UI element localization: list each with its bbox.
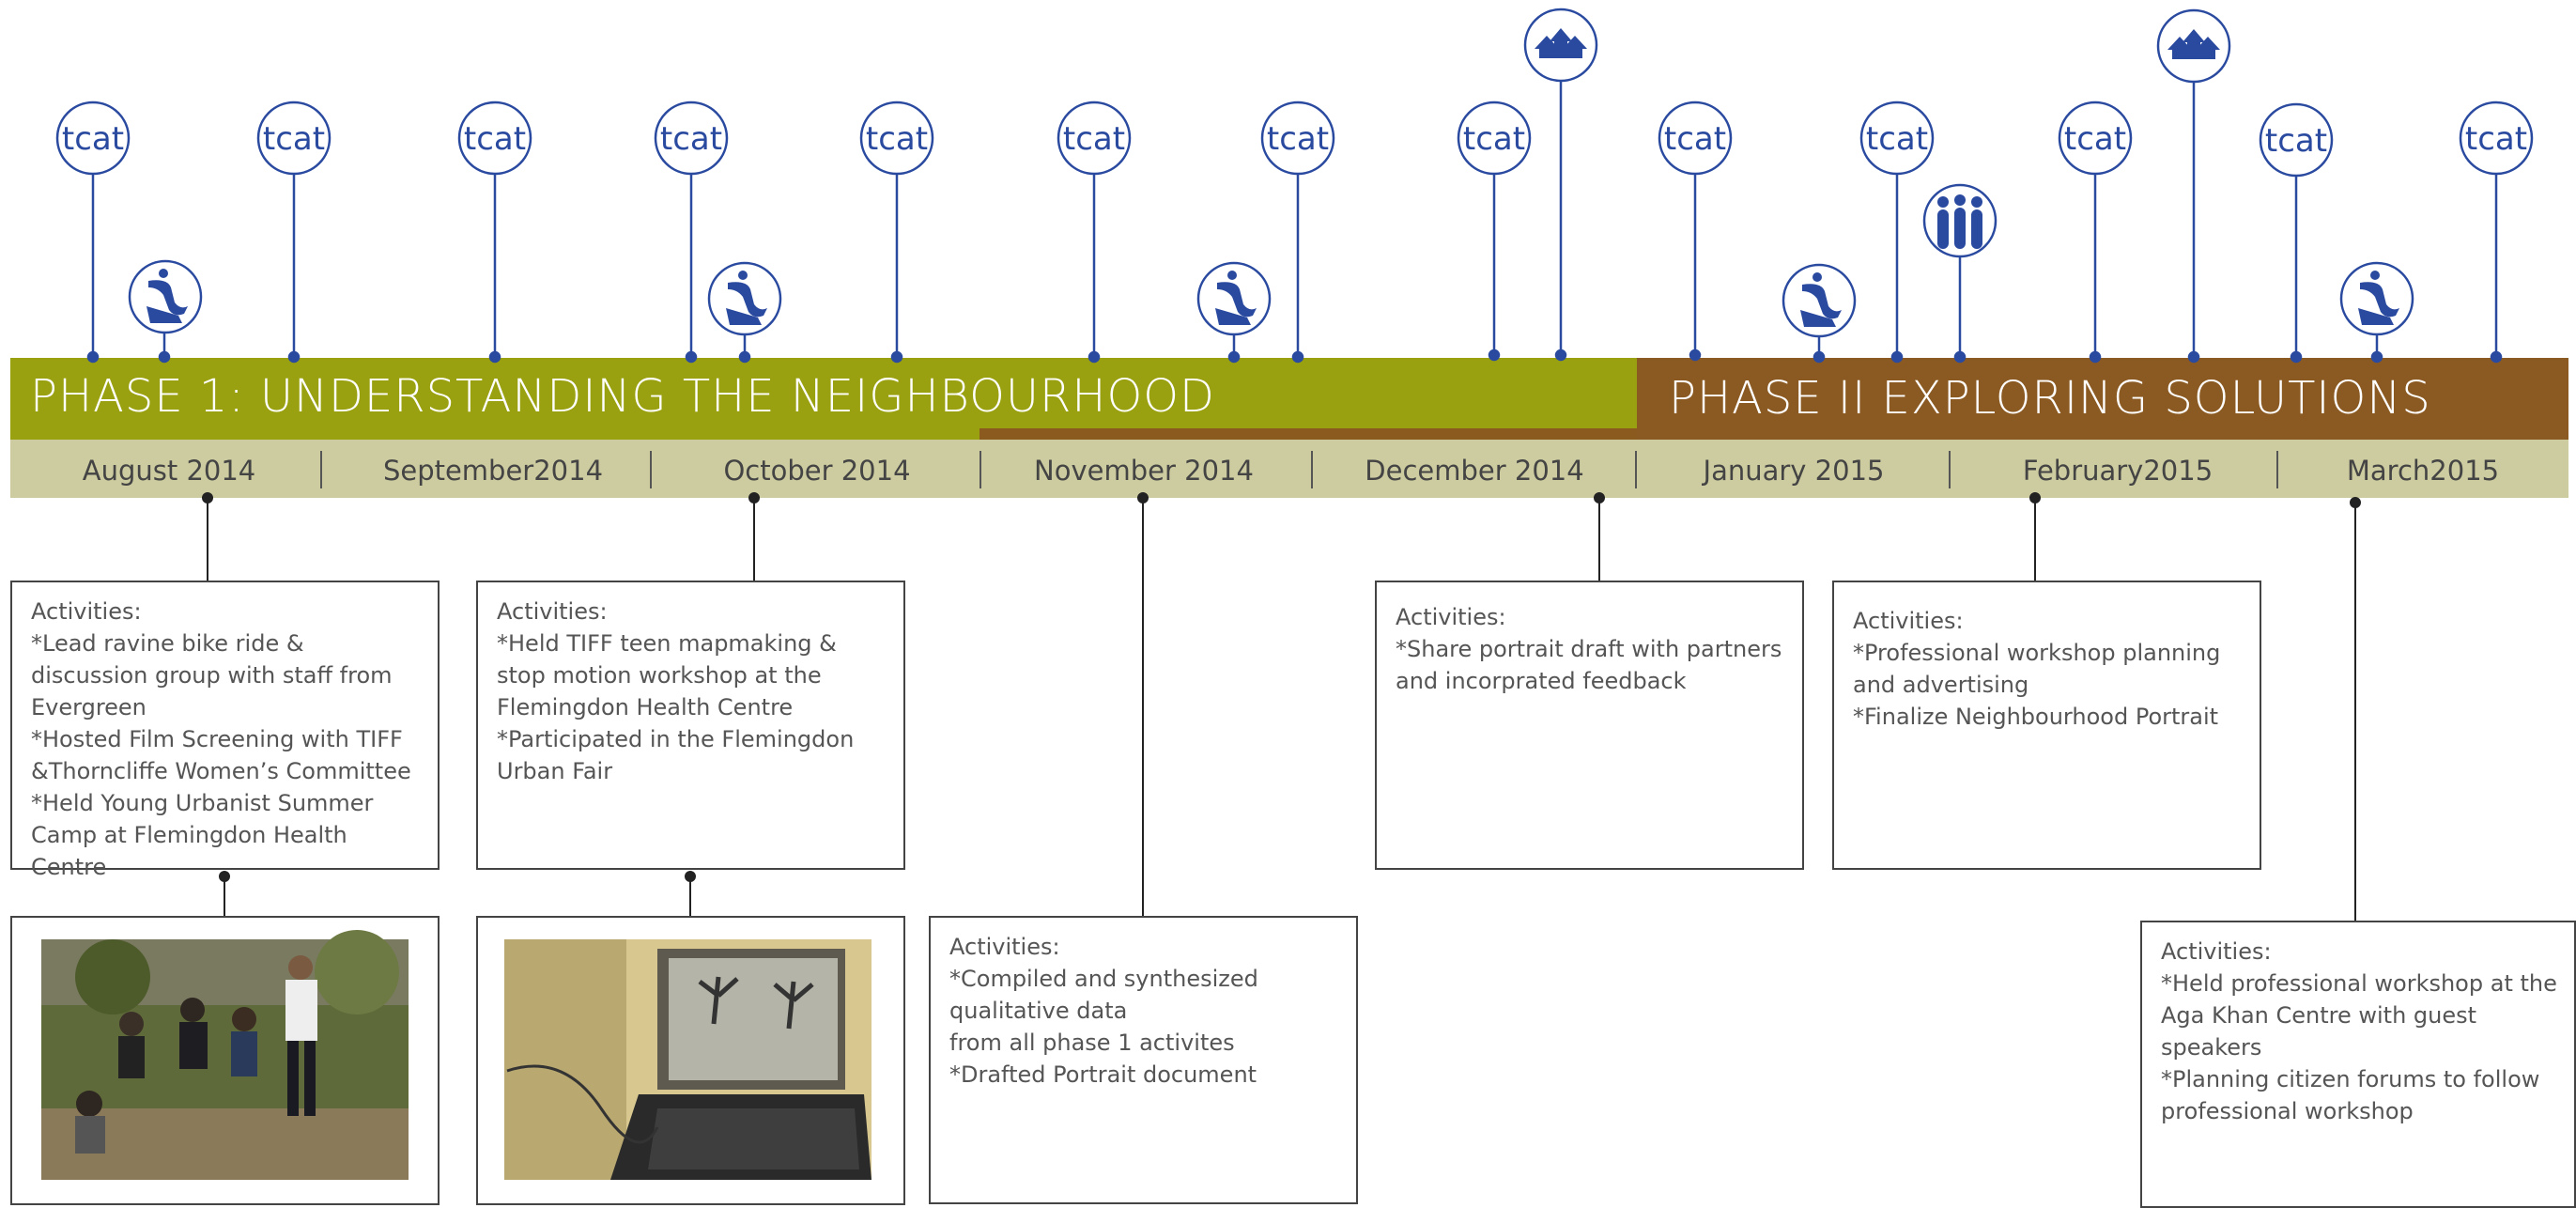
- photo-frame: [10, 916, 440, 1205]
- flemingdon-pin: [1782, 263, 1857, 364]
- month-separator: [979, 451, 981, 488]
- tcat-pin: tcat: [1260, 101, 1335, 364]
- flemingdon-logo-icon: [1800, 272, 1842, 327]
- month-label: March2015: [2346, 455, 2500, 487]
- phase-1-title: PHASE 1: UNDERSTANDING THE NEIGHBOURHOOD: [30, 370, 1216, 423]
- tcat-logo-icon: tcat: [1664, 120, 1726, 158]
- houses-icon: [1535, 28, 1587, 58]
- flemingdon-logo-icon: [726, 271, 767, 325]
- activity-heading: Activities:: [1853, 608, 1964, 634]
- photo-bike-ride-group: [41, 930, 409, 1180]
- month-label: February2015: [2022, 455, 2214, 487]
- month-label: October 2014: [723, 455, 911, 487]
- flemingdon-logo-icon: [2358, 271, 2399, 325]
- month-label: November 2014: [1034, 455, 1254, 487]
- activity-box-march: Activities: *Held professional workshop …: [2140, 921, 2576, 1208]
- month-label: September2014: [382, 455, 604, 487]
- activity-heading: Activities:: [31, 598, 142, 625]
- month-separator: [320, 451, 322, 488]
- activity-item: *Participated in the Flemingdon Urban Fa…: [497, 726, 855, 784]
- people-icon: [1937, 194, 1982, 249]
- tcat-logo-icon: tcat: [1866, 120, 1928, 158]
- houses-pin: [2156, 8, 2231, 364]
- activity-item: *Lead ravine bike ride & discussion grou…: [31, 630, 393, 720]
- months-band: [10, 440, 2568, 498]
- phase-2-bar: [1637, 358, 2568, 440]
- photo-mapmaking-workshop: [504, 939, 872, 1180]
- tcat-logo-icon: tcat: [866, 120, 928, 158]
- tcat-logo-icon: tcat: [2265, 122, 2327, 160]
- activity-box-february: Activities: *Professional workshop plann…: [1832, 581, 2261, 870]
- houses-icon: [2167, 29, 2220, 59]
- tcat-pin: tcat: [859, 101, 934, 364]
- month-separator: [1635, 451, 1637, 488]
- flemingdon-pin: [707, 261, 782, 364]
- tcat-logo-icon: tcat: [1063, 120, 1125, 158]
- tcat-logo-icon: tcat: [464, 120, 526, 158]
- tcat-pin: tcat: [2459, 101, 2534, 364]
- tcat-logo-icon: tcat: [2064, 120, 2126, 158]
- flemingdon-logo-icon: [147, 269, 188, 323]
- tcat-pin: tcat: [256, 101, 332, 364]
- tcat-logo-icon: tcat: [660, 120, 722, 158]
- people-pin: [1922, 183, 1998, 364]
- box-connectors: [202, 492, 2361, 921]
- activity-item: *Held professional workshop at the Aga K…: [2161, 970, 2557, 1061]
- activity-item: *Held TIFF teen mapmaking & stop motion …: [497, 630, 837, 720]
- month-label: January 2015: [1703, 455, 1885, 487]
- activity-item: *Drafted Portrait document: [949, 1061, 1257, 1088]
- activity-item: *Held Young Urbanist Summer Camp at Flem…: [31, 790, 374, 880]
- houses-pin: [1523, 8, 1598, 362]
- tcat-pin: tcat: [55, 101, 131, 364]
- tcat-pin: tcat: [2259, 102, 2334, 364]
- activity-item: *Planning citizen forums to follow profe…: [2161, 1066, 2540, 1124]
- flemingdon-pin: [2339, 261, 2414, 364]
- activity-box-december: Activities: *Share portrait draft with p…: [1375, 581, 1804, 870]
- month-separator: [1311, 451, 1313, 488]
- activity-item: from all phase 1 activites: [949, 1030, 1235, 1056]
- tcat-logo-icon: tcat: [263, 120, 325, 158]
- month-label: December 2014: [1365, 455, 1584, 487]
- tcat-pin: tcat: [1859, 101, 1935, 364]
- tcat-pin: tcat: [1658, 101, 1733, 362]
- activity-heading: Activities:: [949, 934, 1060, 960]
- tcat-logo-icon: tcat: [62, 120, 124, 158]
- tcat-pin: tcat: [2058, 101, 2133, 364]
- tcat-pin: tcat: [1457, 101, 1532, 362]
- tcat-logo-icon: tcat: [1267, 120, 1329, 158]
- activity-item: *Professional workshop planning and adve…: [1853, 640, 2221, 698]
- activity-box-august: Activities: *Lead ravine bike ride & dis…: [10, 581, 440, 880]
- flemingdon-pin: [1196, 261, 1272, 364]
- month-separator: [2276, 451, 2278, 488]
- phase-1-underline: [979, 428, 1637, 440]
- activity-heading: Activities:: [1396, 604, 1506, 630]
- month-separator: [650, 451, 652, 488]
- activity-box-october: Activities: *Held TIFF teen mapmaking & …: [476, 581, 905, 870]
- activity-item: *Compiled and synthesized qualitative da…: [949, 966, 1258, 1024]
- tcat-logo-icon: tcat: [2465, 120, 2527, 158]
- month-separator: [1949, 451, 1951, 488]
- flemingdon-logo-icon: [1215, 271, 1257, 325]
- month-label: August 2014: [82, 455, 256, 487]
- phase-1-bar: [10, 358, 1637, 440]
- activity-box-november: Activities: *Compiled and synthesized qu…: [929, 916, 1358, 1204]
- tcat-pin: tcat: [654, 101, 729, 364]
- activity-heading: Activities:: [2161, 938, 2272, 965]
- tcat-pin: tcat: [457, 101, 532, 364]
- phase-2-title: PHASE II EXPLORING SOLUTIONS: [1669, 372, 2431, 425]
- activity-heading: Activities:: [497, 598, 608, 625]
- flemingdon-pin: [128, 259, 203, 364]
- activity-item: *Share portrait draft with partners and …: [1396, 636, 1782, 694]
- activity-item: *Finalize Neighbourhood Portrait: [1853, 704, 2219, 730]
- activity-item: *Hosted Film Screening with TIFF &Thornc…: [31, 726, 411, 784]
- tcat-logo-icon: tcat: [1463, 120, 1525, 158]
- photo-frame: [476, 916, 905, 1205]
- tcat-pin: tcat: [1057, 101, 1132, 364]
